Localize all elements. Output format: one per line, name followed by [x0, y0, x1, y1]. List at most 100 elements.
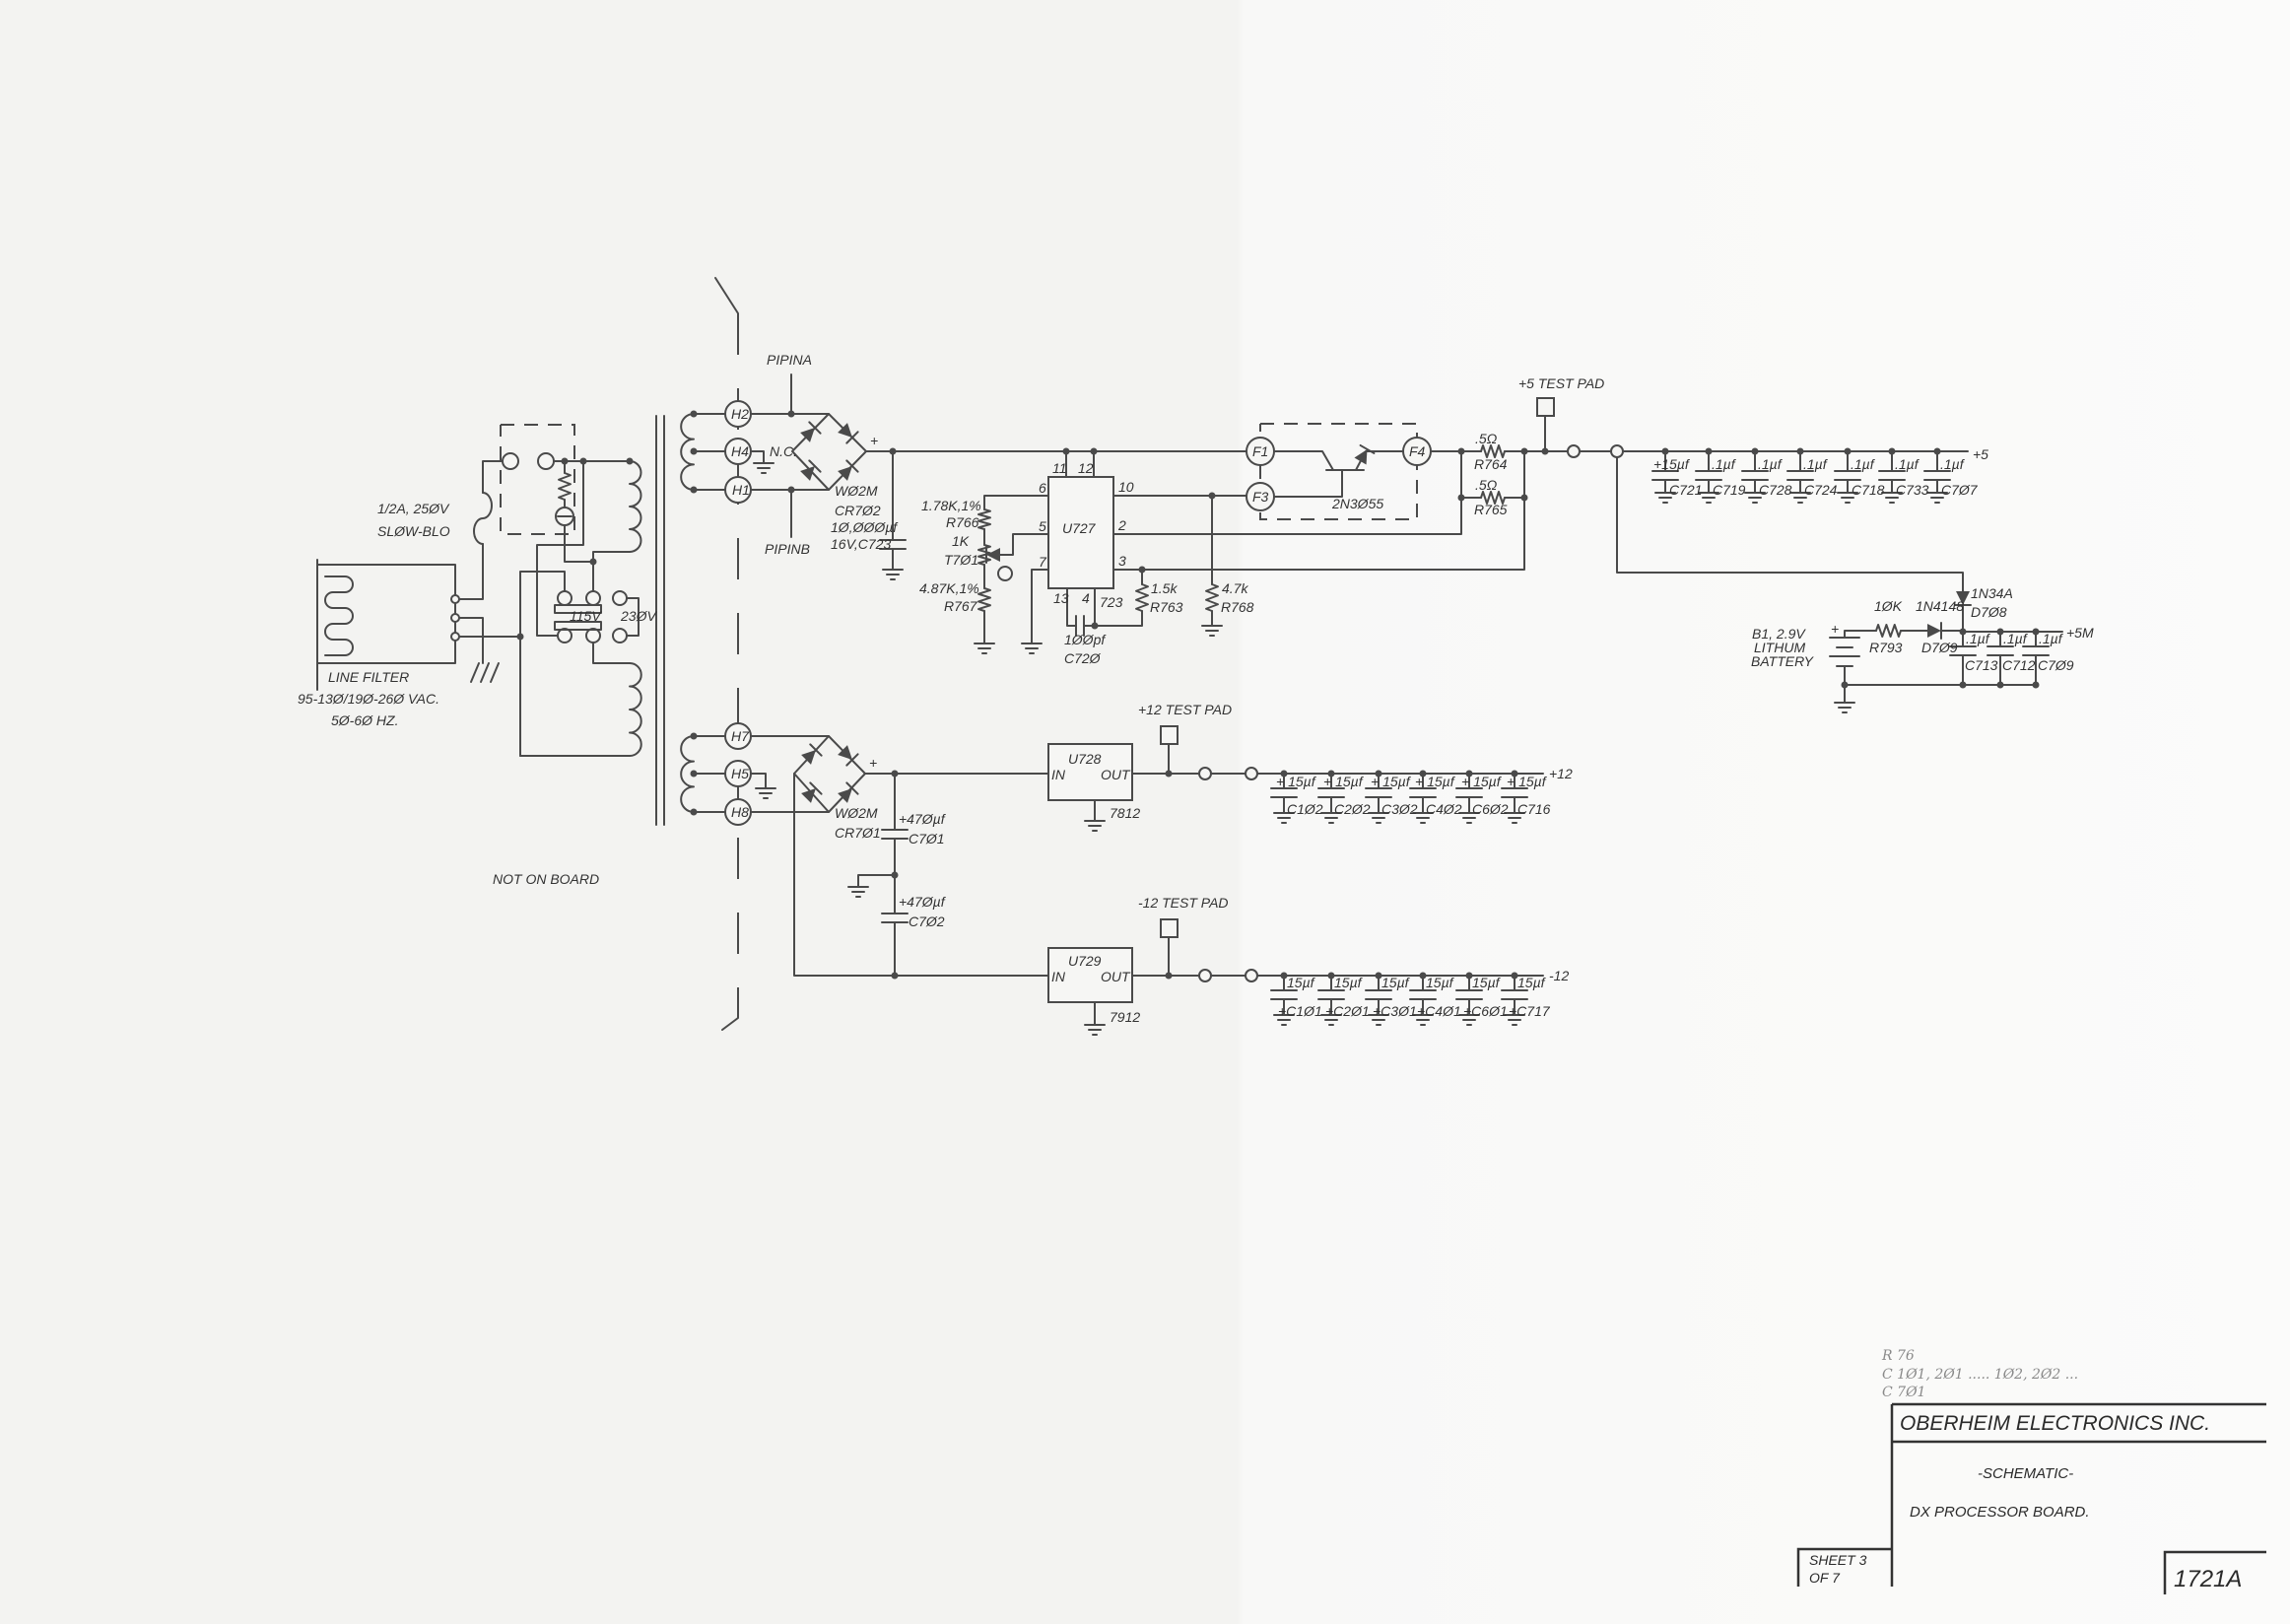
label-regulator-p12-test-pad: +12 TEST PAD	[1138, 702, 1232, 717]
capacitor-icon	[1409, 989, 1437, 1000]
label-regulator-n12-in: IN	[1051, 969, 1066, 984]
label-memory-supply-caps-0-ref: C713	[1965, 657, 1998, 673]
test-point-icon	[1198, 969, 1212, 982]
terminal-icon	[450, 594, 460, 604]
label-memory-supply-caps-2-value: .1µf	[2039, 631, 2064, 646]
label-memory-supply-caps-0-value: .1µf	[1966, 631, 1991, 646]
ground-icon	[1273, 812, 1295, 824]
diode-bar	[845, 431, 859, 444]
label-primary-filter-label: LINE FILTER	[328, 669, 409, 685]
label-regulator-5v-transistor: 2N3Ø55	[1331, 496, 1383, 511]
ground-icon	[1273, 1014, 1295, 1026]
label-secondary-pipina: PIPINA	[767, 352, 812, 368]
ground-icon	[755, 787, 776, 799]
diode-icon	[801, 781, 823, 803]
ground-icon	[1789, 492, 1811, 504]
ground-icon	[1368, 812, 1389, 824]
diode-icon	[1354, 443, 1376, 465]
wire	[564, 524, 594, 563]
capacitor-icon	[881, 829, 909, 840]
diode-bar	[845, 459, 859, 473]
capacitor-icon	[1834, 470, 1861, 481]
wire	[1273, 450, 1334, 471]
line-filter-box	[316, 564, 456, 664]
label-regulator-n12-caps-3-value: 15µf	[1426, 975, 1455, 990]
label-caps-5v-3-value: .1µf	[1803, 456, 1829, 472]
label-regulator-n12-caps-0-ref: +C1Ø1	[1278, 1003, 1322, 1019]
label-primary-sel-230: 23ØV	[620, 608, 657, 624]
label-secondary-plus: +	[869, 755, 877, 771]
label-secondary-c702-ref: C7Ø2	[909, 914, 945, 929]
label-secondary-c723-value: 1Ø,ØØØµf	[831, 519, 899, 535]
test-point-icon	[1610, 444, 1624, 458]
ground-icon	[847, 886, 869, 898]
capacitor-icon	[1455, 989, 1483, 1000]
label-memory-supply-caps-1-value: .1µf	[2003, 631, 2029, 646]
ground-icon	[1084, 820, 1106, 832]
wire	[1094, 610, 1143, 627]
label-caps-5v-2-ref: C728	[1759, 482, 1792, 498]
diode-bar	[809, 781, 823, 795]
label-regulator-5v-ic: U727	[1062, 520, 1097, 536]
coil-icon	[629, 460, 642, 553]
label-regulator-p12-caps-2-value: + 15µf	[1371, 774, 1412, 789]
label-regulator-p12-caps-0-ref: C1Ø2	[1287, 801, 1323, 817]
label-regulator-5v-pin3: 3	[1118, 553, 1126, 569]
wire	[857, 874, 896, 888]
label-regulator-p12-out: OUT	[1101, 767, 1131, 782]
label-regulator-n12-rail: -12	[1549, 968, 1569, 983]
bridge-rectifier	[791, 413, 867, 491]
resistor-icon	[977, 587, 991, 612]
label-caps-5v-4-ref: C718	[1852, 482, 1885, 498]
label-secondary-h8: H8	[731, 804, 749, 820]
diode-icon	[800, 421, 822, 442]
label-memory-supply-rail: +5M	[2066, 625, 2094, 641]
diode-bar	[809, 743, 823, 757]
ground-icon	[1084, 1024, 1106, 1036]
switch-contact-icon	[537, 452, 555, 470]
label-regulator-n12-test-pad: -12 TEST PAD	[1138, 895, 1229, 911]
label-regulator-5v-r765-value: .5Ω	[1475, 477, 1498, 493]
diode-bar	[845, 781, 859, 795]
switch-dashed-box	[500, 424, 575, 535]
label-regulator-p12-caps-3-ref: C4Ø2	[1426, 801, 1462, 817]
label-secondary-bridge1-ref: CR7Ø2	[835, 503, 881, 518]
label-memory-supply-d708-ref: D7Ø8	[1971, 604, 2007, 620]
ground-icon	[1021, 643, 1043, 654]
coil-icon	[680, 413, 695, 491]
label-regulator-5v-r767-ref: R767	[944, 598, 978, 614]
ground-icon	[1834, 702, 1855, 713]
board-edge	[721, 1017, 739, 1031]
battery-icon	[1829, 637, 1860, 667]
label-regulator-n12-caps-5-value: 15µf	[1517, 975, 1547, 990]
label-secondary-bridge2-type: WØ2M	[835, 805, 878, 821]
ground-icon	[974, 643, 995, 654]
label-primary-fuse-type: SLØW-BLO	[377, 523, 450, 539]
label-regulator-p12-caps-5-ref: C716	[1517, 801, 1551, 817]
wiring	[316, 277, 2063, 1036]
label-regulator-5v-pin6: 6	[1039, 480, 1046, 496]
wire	[1066, 587, 1077, 627]
label-regulator-5v-pin11: 11	[1052, 460, 1067, 476]
diode-triangle	[1927, 624, 1941, 638]
ground-icon	[1412, 1014, 1434, 1026]
label-regulator-5v-r764-value: .5Ω	[1475, 431, 1498, 446]
ground-icon	[1504, 1014, 1525, 1026]
junction-dot	[891, 972, 899, 980]
label-regulator-p12-type: 7812	[1110, 805, 1140, 821]
junction-dot	[1520, 447, 1528, 455]
diode-icon	[1927, 622, 1942, 640]
wire	[1112, 450, 1525, 571]
resistor-icon	[977, 544, 991, 566]
title-block-frame	[1796, 1402, 2266, 1594]
label-regulator-p12-caps-0-value: + 15µf	[1276, 774, 1317, 789]
label-primary-fuse-rating: 1/2A, 25ØV	[377, 501, 450, 516]
label-caps-5v-5-value: .1µf	[1895, 456, 1920, 472]
ground-icon	[1837, 492, 1858, 504]
wire	[482, 460, 504, 494]
diode-triangle	[801, 788, 816, 803]
label-memory-supply-caps-1-ref: C712	[2002, 657, 2036, 673]
label-regulator-p12-caps-4-ref: C6Ø2	[1472, 801, 1509, 817]
wire	[1616, 456, 1964, 592]
